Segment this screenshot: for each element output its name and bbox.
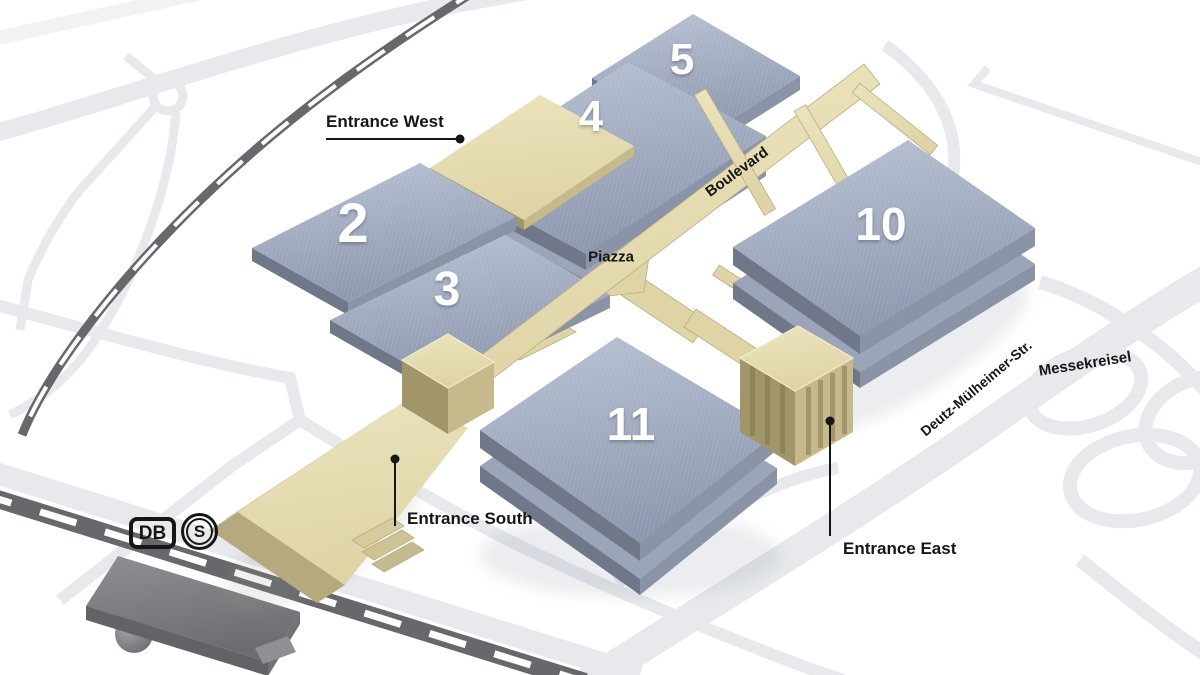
pillar-slot	[806, 387, 811, 455]
interchange-loop	[1138, 369, 1200, 471]
entrance-east-building	[738, 325, 855, 466]
hall-3-roof-texture	[330, 235, 610, 380]
roundabout-spoke-n	[123, 52, 161, 86]
entrance-south-roof	[400, 333, 496, 389]
hall-11-roof-texture	[480, 337, 777, 543]
pillar-slot	[750, 366, 755, 436]
road-top-corner	[0, 0, 203, 45]
hall-2	[252, 163, 516, 315]
interchange-loop	[1021, 344, 1149, 436]
train-station	[86, 556, 300, 675]
pillar-slot	[765, 375, 770, 445]
step	[371, 541, 425, 573]
hall-2-front-face	[252, 248, 348, 315]
entrance-west-roof	[430, 95, 634, 220]
hall-2-side-face	[348, 217, 516, 315]
entrance-east-callout-dot	[825, 416, 835, 426]
hall-11-front-face	[480, 430, 640, 561]
hall-10-side-face	[860, 228, 1035, 354]
step	[361, 529, 415, 561]
hall-11-lower-front	[480, 466, 640, 595]
cross-path-1	[693, 88, 777, 216]
ramp-layer-1	[224, 398, 410, 520]
ramp-steps	[351, 517, 425, 573]
hall-10-front-face	[733, 247, 860, 354]
entrance-east-roof	[738, 325, 855, 392]
station-annex	[255, 636, 296, 664]
entrance-south-front	[402, 360, 448, 434]
interchange-link-north	[1037, 275, 1200, 395]
entrance-west-side	[524, 146, 634, 230]
roundabout-west	[148, 76, 188, 116]
road-mesh-left	[0, 299, 307, 605]
entrance-east-pillars	[750, 366, 785, 454]
railway-northwest-dashes	[20, 0, 465, 436]
hall-10-lower-side	[860, 264, 1035, 388]
hall-5-roof-texture	[592, 14, 800, 140]
station-front-face	[86, 606, 268, 675]
cross-path-3	[851, 82, 939, 156]
hall-10-roof-texture	[733, 140, 1035, 336]
entrance-east-pillars-right	[806, 366, 847, 455]
step	[351, 517, 405, 549]
pillar-slot	[818, 380, 823, 448]
hall-4-side-face	[586, 136, 766, 270]
road-behind-hall10	[881, 40, 961, 192]
hall-2-roof-texture	[252, 163, 516, 302]
pillar-slot	[842, 366, 847, 434]
pillar-slot	[830, 373, 835, 441]
station-roof	[86, 556, 300, 662]
road-deutz-muelheimer	[571, 266, 1200, 675]
hall-11-lower-side	[640, 468, 777, 595]
entrance-south-building	[210, 333, 496, 603]
road-top-right	[967, 65, 1200, 166]
road-top-left	[0, 0, 528, 142]
ramp-edge-face	[210, 512, 345, 603]
interchange-link-south	[1075, 554, 1200, 660]
hall-11-side-face	[640, 432, 777, 561]
roundabout-spoke-sw	[15, 102, 160, 331]
entrance-south-callout-dot	[390, 454, 400, 464]
ramp-top	[238, 398, 468, 585]
callouts	[326, 134, 835, 536]
entrance-west-callout-dot	[455, 134, 465, 144]
interchange-loop	[1062, 427, 1200, 529]
pillar-slot	[780, 384, 785, 454]
hall-11	[480, 337, 777, 595]
entrance-south-side	[448, 362, 494, 434]
